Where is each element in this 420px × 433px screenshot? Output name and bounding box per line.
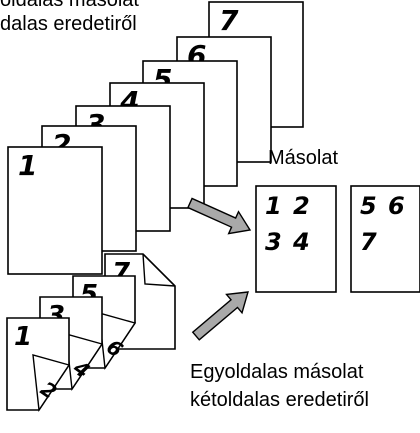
- page-curl-flap: [32, 354, 71, 412]
- copy-page-number: 6: [388, 192, 405, 220]
- arrow-bottom-to-copies: [191, 291, 249, 341]
- caption-bottom-line1: Egyoldalas másolat: [190, 361, 364, 383]
- page-fold-line: [142, 253, 176, 287]
- single-page-number: 1: [18, 149, 37, 182]
- caption-bottom-line2: kétoldalas eredetiről: [190, 389, 369, 411]
- arrow-top-to-copies: [187, 197, 252, 235]
- caption-top-line1: oldalas másolat: [0, 0, 139, 11]
- copy-page-number: 1: [265, 192, 282, 220]
- copy-sheet: [255, 185, 337, 293]
- copy-page-number: 5: [360, 192, 377, 220]
- double-page-front-number: 1: [14, 322, 32, 352]
- copy-page-number: 3: [265, 228, 282, 256]
- copy-page-number: 4: [292, 228, 310, 256]
- copy-page-number: 7: [360, 228, 377, 256]
- copies-label: Másolat: [268, 147, 339, 169]
- copy-page-number: 2: [293, 192, 310, 220]
- single-page-number: 7: [219, 4, 239, 37]
- single-sided-page: [7, 146, 103, 275]
- copy-sheet: [350, 185, 420, 293]
- caption-top-line2: dalas eredetiről: [0, 13, 137, 35]
